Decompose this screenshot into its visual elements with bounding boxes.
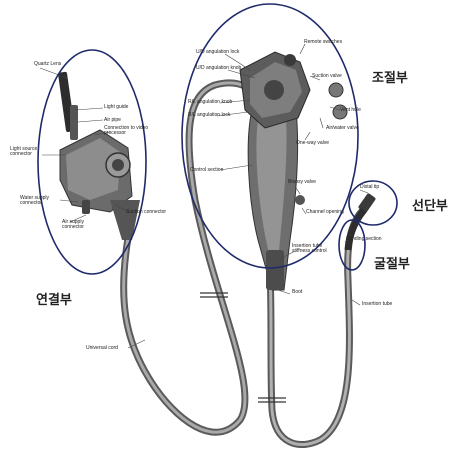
label-water-supply-connector: Water supply connector bbox=[20, 196, 64, 206]
section-label-bending: 굴절부 bbox=[374, 258, 410, 271]
label-suction-valve: Suction valve bbox=[312, 74, 342, 79]
section-label-distal: 선단부 bbox=[412, 200, 448, 213]
label-air-pipe: Air pipe bbox=[104, 118, 121, 123]
section-label-connector: 연결부 bbox=[36, 294, 72, 307]
control-handle bbox=[240, 52, 347, 290]
remote-switch-buttons bbox=[284, 54, 296, 66]
label-insertion-tube: Insertion tube bbox=[362, 302, 392, 307]
label-bending-section: Bending section bbox=[346, 237, 382, 242]
label-quartz-lens: Quartz Lens bbox=[34, 62, 61, 67]
label-connection-video: Connection to video processor bbox=[104, 126, 154, 136]
label-biopsy-valve: Biopsy valve bbox=[288, 180, 316, 185]
label-vent-hole: Vent hole bbox=[340, 108, 361, 113]
label-one-way-valve: One-way valve bbox=[296, 141, 329, 146]
biopsy-valve-port bbox=[295, 195, 305, 205]
cord-break-mark bbox=[200, 293, 228, 297]
label-ud-angulation-knob: U/D angulation knob bbox=[196, 66, 241, 71]
label-distal-tip: Distal tip bbox=[360, 185, 379, 190]
label-insertion-tube-stiffness-control: Insertion tube stiffness control bbox=[292, 244, 340, 254]
label-boot: Boot bbox=[292, 290, 302, 295]
label-suction-connector: Suction connector bbox=[126, 210, 166, 215]
boot bbox=[266, 250, 284, 290]
suction-valve-button bbox=[329, 83, 343, 97]
label-light-source-connector: Light source connector bbox=[10, 147, 44, 157]
section-label-control: 조절부 bbox=[372, 72, 408, 85]
label-rl-angulation-knob: R/L angulation knob bbox=[188, 100, 232, 105]
label-light-guide: Light guide bbox=[104, 105, 128, 110]
water-supply-port bbox=[82, 200, 90, 214]
label-ud-angulation-lock: U/D angulation lock bbox=[196, 50, 239, 55]
label-channel-opening: Channel opening bbox=[306, 210, 344, 215]
label-remote-switches: Remote switches bbox=[304, 40, 342, 45]
label-universal-cord: Universal cord bbox=[86, 346, 118, 351]
label-air-supply-connector: Air supply connector bbox=[62, 220, 92, 230]
label-rl-angulation-lock: R/L angulation lock bbox=[188, 113, 230, 118]
label-air-water-valve: Air/water valve bbox=[326, 126, 359, 131]
label-control-section: Control section bbox=[190, 168, 223, 173]
